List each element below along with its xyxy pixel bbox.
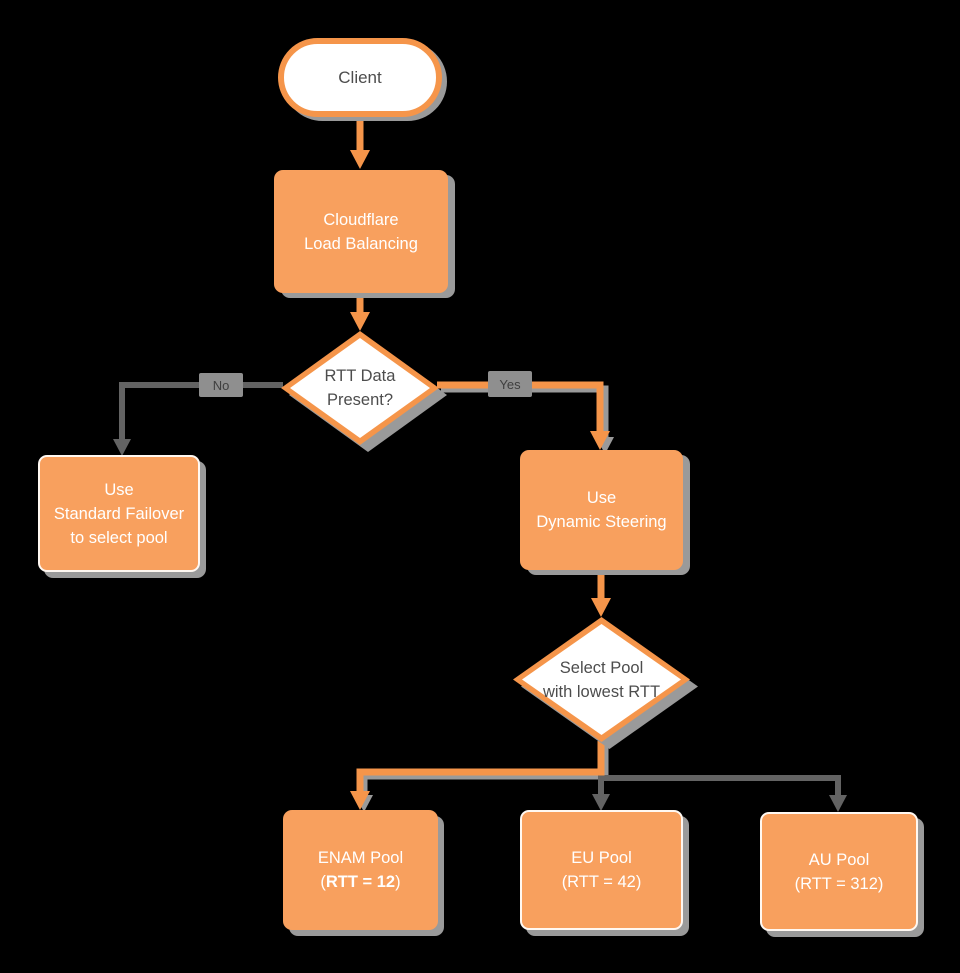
- select-pool-line1: Select Pool: [559, 658, 644, 677]
- enam-branch-shadow: [360, 745, 609, 800]
- au-branch-arrowhead: [829, 795, 847, 812]
- edge-label-yes: Yes: [488, 371, 532, 397]
- node-use-standard-failover: Use Standard Failover to select pool: [38, 455, 200, 572]
- client-to-cloudflare-arrowhead: [350, 150, 370, 169]
- node-rtt-decision-label: RTT Data Present?: [281, 364, 439, 412]
- node-au-pool: AU Pool (RTT = 312): [760, 812, 918, 931]
- rtt-decision-line2: Present?: [326, 391, 394, 409]
- cloudflare-to-decision-arrowhead: [350, 312, 370, 331]
- steering-to-selectpool-arrowhead: [591, 598, 611, 617]
- au-pool-line1: AU Pool: [808, 850, 870, 869]
- enam-branch-line: [356, 741, 605, 795]
- node-rtt-data-present-decision: RTT Data Present?: [281, 331, 447, 452]
- enam-pool-rtt-value: RTT = 12: [325, 873, 396, 891]
- node-select-pool-label: Select Pool with lowest RTT: [513, 656, 690, 704]
- node-cloudflare-load-balancing: Cloudflare Load Balancing: [274, 170, 448, 293]
- enam-pool-line1: ENAM Pool: [317, 849, 404, 867]
- node-use-dynamic-steering: Use Dynamic Steering: [520, 450, 683, 570]
- standard-failover-line2: Standard Failover: [53, 504, 185, 523]
- node-client-label: Client: [338, 67, 382, 87]
- node-enam-pool: ENAM Pool (RTT = 12): [283, 810, 438, 930]
- no-branch-arrowhead: [113, 439, 131, 456]
- enam-branch-arrowhead: [350, 791, 370, 810]
- au-branch-line: [601, 775, 841, 802]
- enam-pool-paren-open: (: [320, 873, 326, 891]
- yes-branch-arrowhead: [590, 431, 610, 450]
- node-select-pool-decision: Select Pool with lowest RTT: [513, 617, 698, 749]
- rtt-decision-line1: RTT Data: [324, 367, 396, 385]
- eu-branch-arrowhead: [592, 794, 610, 811]
- standard-failover-line3: to select pool: [70, 528, 168, 547]
- edge-label-no: No: [199, 373, 243, 397]
- eu-pool-line1: EU Pool: [571, 849, 632, 867]
- edge-label-no-text: No: [212, 377, 230, 393]
- au-pool-line2: (RTT = 312): [794, 874, 884, 893]
- eu-pool-line2: (RTT = 42): [561, 873, 642, 891]
- node-client: Client: [278, 38, 442, 117]
- node-eu-pool: EU Pool (RTT = 42): [520, 810, 683, 930]
- node-cloudflare-line2: Load Balancing: [304, 234, 418, 253]
- select-pool-line2: with lowest RTT: [542, 682, 661, 701]
- enam-pool-line2: (RTT = 12): [320, 870, 400, 894]
- enam-pool-paren-close: ): [395, 873, 401, 891]
- dynamic-steering-line1: Use: [586, 489, 617, 507]
- standard-failover-line1: Use: [104, 480, 134, 499]
- dynamic-steering-line2: Dynamic Steering: [536, 513, 667, 531]
- edge-label-yes-text: Yes: [499, 376, 521, 392]
- node-cloudflare-line1: Cloudflare: [323, 210, 399, 229]
